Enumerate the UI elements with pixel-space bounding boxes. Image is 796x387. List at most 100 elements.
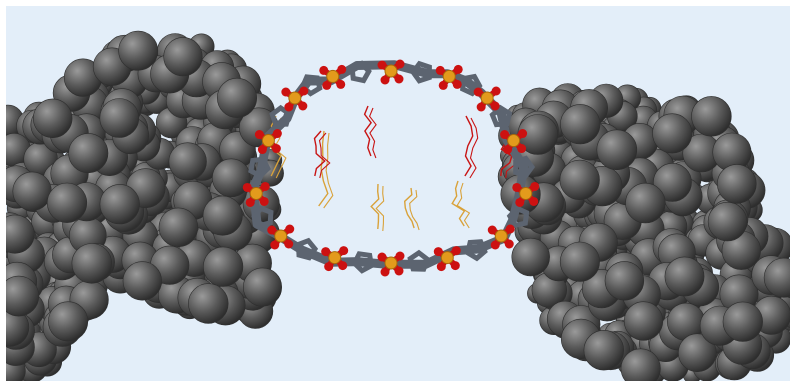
oxygen-atom <box>380 75 390 85</box>
oxygen-atom <box>505 224 515 234</box>
oxygen-atom <box>257 145 267 155</box>
oxygen-atom <box>284 102 294 112</box>
phosphate-group <box>267 224 295 250</box>
oxygen-atom <box>260 181 270 191</box>
oxygen-atom <box>530 181 540 191</box>
oxygen-atom <box>512 182 522 192</box>
sugar-ring <box>489 104 513 128</box>
oxygen-atom <box>281 87 291 97</box>
phosphorus-atom <box>494 229 508 243</box>
oxygen-atom <box>321 247 331 257</box>
oxygen-atom <box>338 261 348 271</box>
oxygen-atom <box>438 80 448 90</box>
oxygen-atom <box>395 59 405 69</box>
atom-sphere <box>212 158 251 198</box>
atom-sphere <box>560 104 601 145</box>
oxygen-atom <box>259 196 269 206</box>
oxygen-atom <box>490 101 500 111</box>
sugar-ring <box>269 104 293 127</box>
oxygen-atom <box>322 80 332 90</box>
atom-sphere <box>652 113 693 154</box>
phosphorus-atom <box>507 134 521 148</box>
base-bond <box>464 115 474 177</box>
oxygen-atom <box>284 239 294 249</box>
base-bond <box>375 185 385 232</box>
oxygen-atom <box>436 262 446 272</box>
oxygen-atom <box>517 144 527 154</box>
oxygen-atom <box>285 224 295 234</box>
sugar-ring <box>251 205 274 229</box>
phosphorus-atom <box>384 256 398 270</box>
base-wireframe <box>363 105 377 159</box>
phosphate-group <box>435 64 463 90</box>
atom-sphere <box>596 129 638 171</box>
atom-sphere <box>691 96 732 137</box>
phosphate-group <box>321 246 349 272</box>
sugar-ring <box>513 155 536 179</box>
oxygen-atom <box>270 240 280 250</box>
atom-sphere <box>68 133 109 174</box>
atom-sphere <box>604 261 645 301</box>
atom-sphere <box>620 348 661 381</box>
oxygen-atom <box>395 251 405 261</box>
atom-sphere <box>168 142 207 181</box>
atom-sphere <box>71 243 113 284</box>
phosphorus-atom <box>519 186 533 200</box>
phosphate-groups <box>242 59 540 277</box>
oxygen-atom <box>254 130 264 140</box>
base-wireframe <box>403 187 420 231</box>
oxygen-atom <box>529 196 539 206</box>
atom-sphere <box>6 275 40 317</box>
atom-sphere <box>99 184 140 225</box>
phosphate-group <box>500 129 528 155</box>
oxygen-atom <box>336 79 346 89</box>
left-helix-spacefill <box>6 30 284 381</box>
base-bond <box>403 187 415 229</box>
phosphorus-atom <box>288 91 302 105</box>
phosphate-group <box>254 129 282 155</box>
base-bond <box>368 107 377 159</box>
sugar-ring <box>248 156 271 179</box>
atom-sphere <box>202 195 243 236</box>
phosphate-group <box>319 64 347 90</box>
oxygen-atom <box>337 64 347 74</box>
atom-sphere <box>559 159 600 200</box>
oxygen-atom <box>377 252 387 262</box>
oxygen-atom <box>377 60 387 70</box>
phosphorus-atom <box>384 64 398 78</box>
oxygen-atom <box>500 130 510 140</box>
oxygen-atom <box>339 246 349 256</box>
oxygen-atom <box>394 74 404 84</box>
oxygen-atom <box>515 197 525 207</box>
phosphorus-atom <box>326 69 340 83</box>
atom-sphere <box>243 267 283 307</box>
oxygen-atom <box>518 129 528 139</box>
oxygen-atom <box>298 101 308 111</box>
atom-sphere <box>623 301 664 341</box>
oxygen-atom <box>299 86 309 96</box>
phosphate-group <box>377 59 405 85</box>
oxygen-atom <box>435 65 445 75</box>
sugar-ring <box>464 239 488 262</box>
base-wireframe <box>464 115 479 179</box>
atom-sphere <box>677 333 717 373</box>
oxygen-atom <box>267 225 277 235</box>
base-bond <box>318 132 331 179</box>
phosphorus-atom <box>261 134 275 148</box>
atom-sphere <box>583 330 624 371</box>
phosphorus-atom <box>440 251 454 265</box>
sugar-ring <box>351 251 375 274</box>
oxygen-atom <box>490 240 500 250</box>
oxygen-atom <box>324 262 334 272</box>
molecular-viewport[interactable] <box>6 6 790 381</box>
sugar-ring <box>459 73 483 97</box>
atom-sphere <box>122 261 162 301</box>
atom-sphere <box>722 301 763 342</box>
sugar-ring <box>295 237 319 261</box>
atom-sphere <box>625 182 666 224</box>
oxygen-atom <box>504 239 514 249</box>
atom-sphere <box>33 98 73 139</box>
phosphorus-atom <box>442 69 456 83</box>
phosphorus-atom <box>480 91 494 105</box>
